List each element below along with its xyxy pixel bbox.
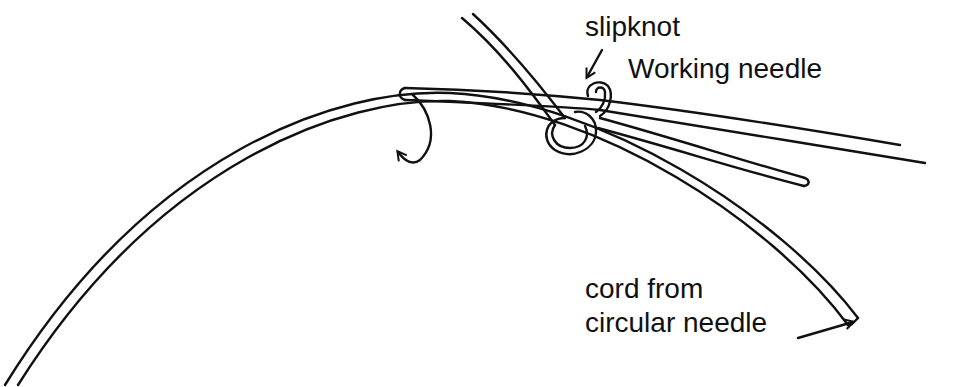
leader-arrow	[798, 322, 853, 338]
working-needle	[405, 88, 900, 145]
yarn-tail	[462, 18, 555, 125]
part-label: slipknot	[585, 10, 680, 44]
slipknot-loop	[546, 112, 596, 154]
needle-tip	[400, 88, 405, 100]
yarn-end	[804, 178, 809, 186]
working-needle	[405, 100, 925, 163]
slipknot-loop	[587, 82, 610, 116]
slipknot-loop	[596, 88, 605, 113]
part-label: cord from circular needle	[585, 272, 790, 339]
cord-line	[5, 93, 858, 385]
leader-arrow	[587, 50, 602, 77]
yarn-tail	[600, 118, 805, 178]
wrap-arrow	[398, 94, 431, 162]
part-label: Working needle	[628, 52, 822, 86]
yarn-tail	[598, 128, 804, 186]
slipknot-loop	[552, 125, 587, 148]
yarn-tail	[473, 14, 565, 118]
cord-line	[18, 101, 848, 385]
